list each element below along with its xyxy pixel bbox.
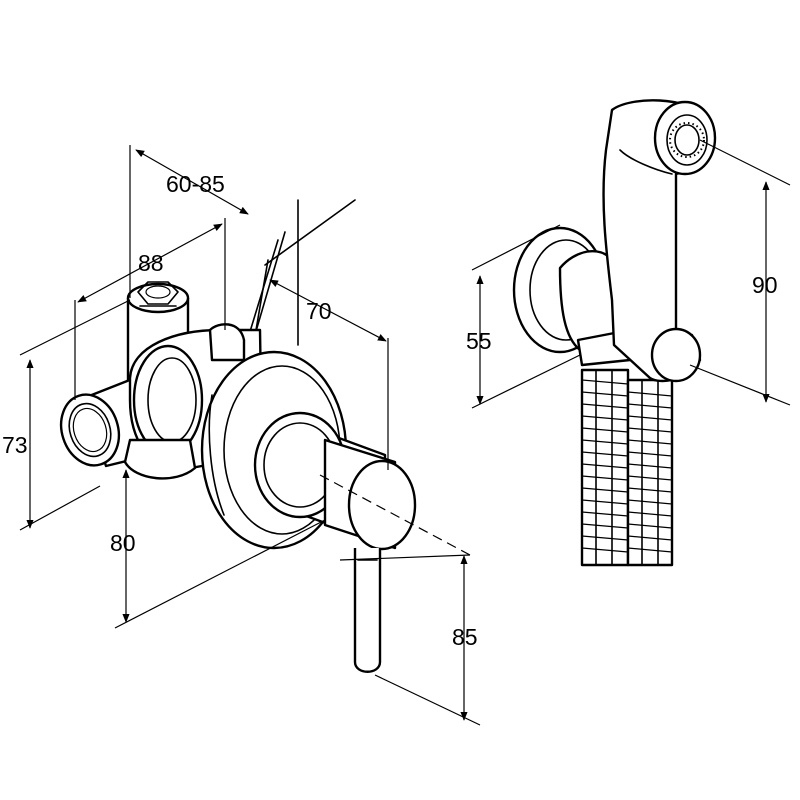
- dim-label-wall-depth: 60-85: [166, 171, 225, 197]
- extension-lines-right: [471, 139, 791, 409]
- dim-label-body-height: 73: [2, 432, 28, 458]
- mixer-valve-drawing: 60-85 88 70 73 80 85: [2, 145, 481, 726]
- valve-cartridge: [253, 411, 417, 551]
- shower-hose: [580, 368, 674, 567]
- axis-line: [319, 474, 471, 556]
- dim-label-handset-height: 90: [752, 272, 778, 298]
- hand-shower-drawing: 55 90: [466, 99, 791, 567]
- dim-label-below-axis: 80: [110, 530, 136, 556]
- dim-label-body-width: 88: [138, 250, 164, 276]
- lever-handle: [353, 548, 382, 673]
- wall-line: [244, 199, 356, 349]
- dim-label-bracket-height: 55: [466, 328, 492, 354]
- extension-lines: [19, 145, 481, 726]
- hand-shower: [602, 99, 717, 383]
- dim-line-body-width: [77, 223, 223, 303]
- dim-line-wall-depth: [135, 149, 249, 215]
- dim-line-plate-offset: [269, 279, 387, 342]
- dim-label-lever-length: 85: [452, 624, 478, 650]
- wall-bracket: [512, 226, 632, 367]
- dimension-lines: [26, 149, 468, 721]
- dim-label-plate-offset: 70: [306, 298, 332, 324]
